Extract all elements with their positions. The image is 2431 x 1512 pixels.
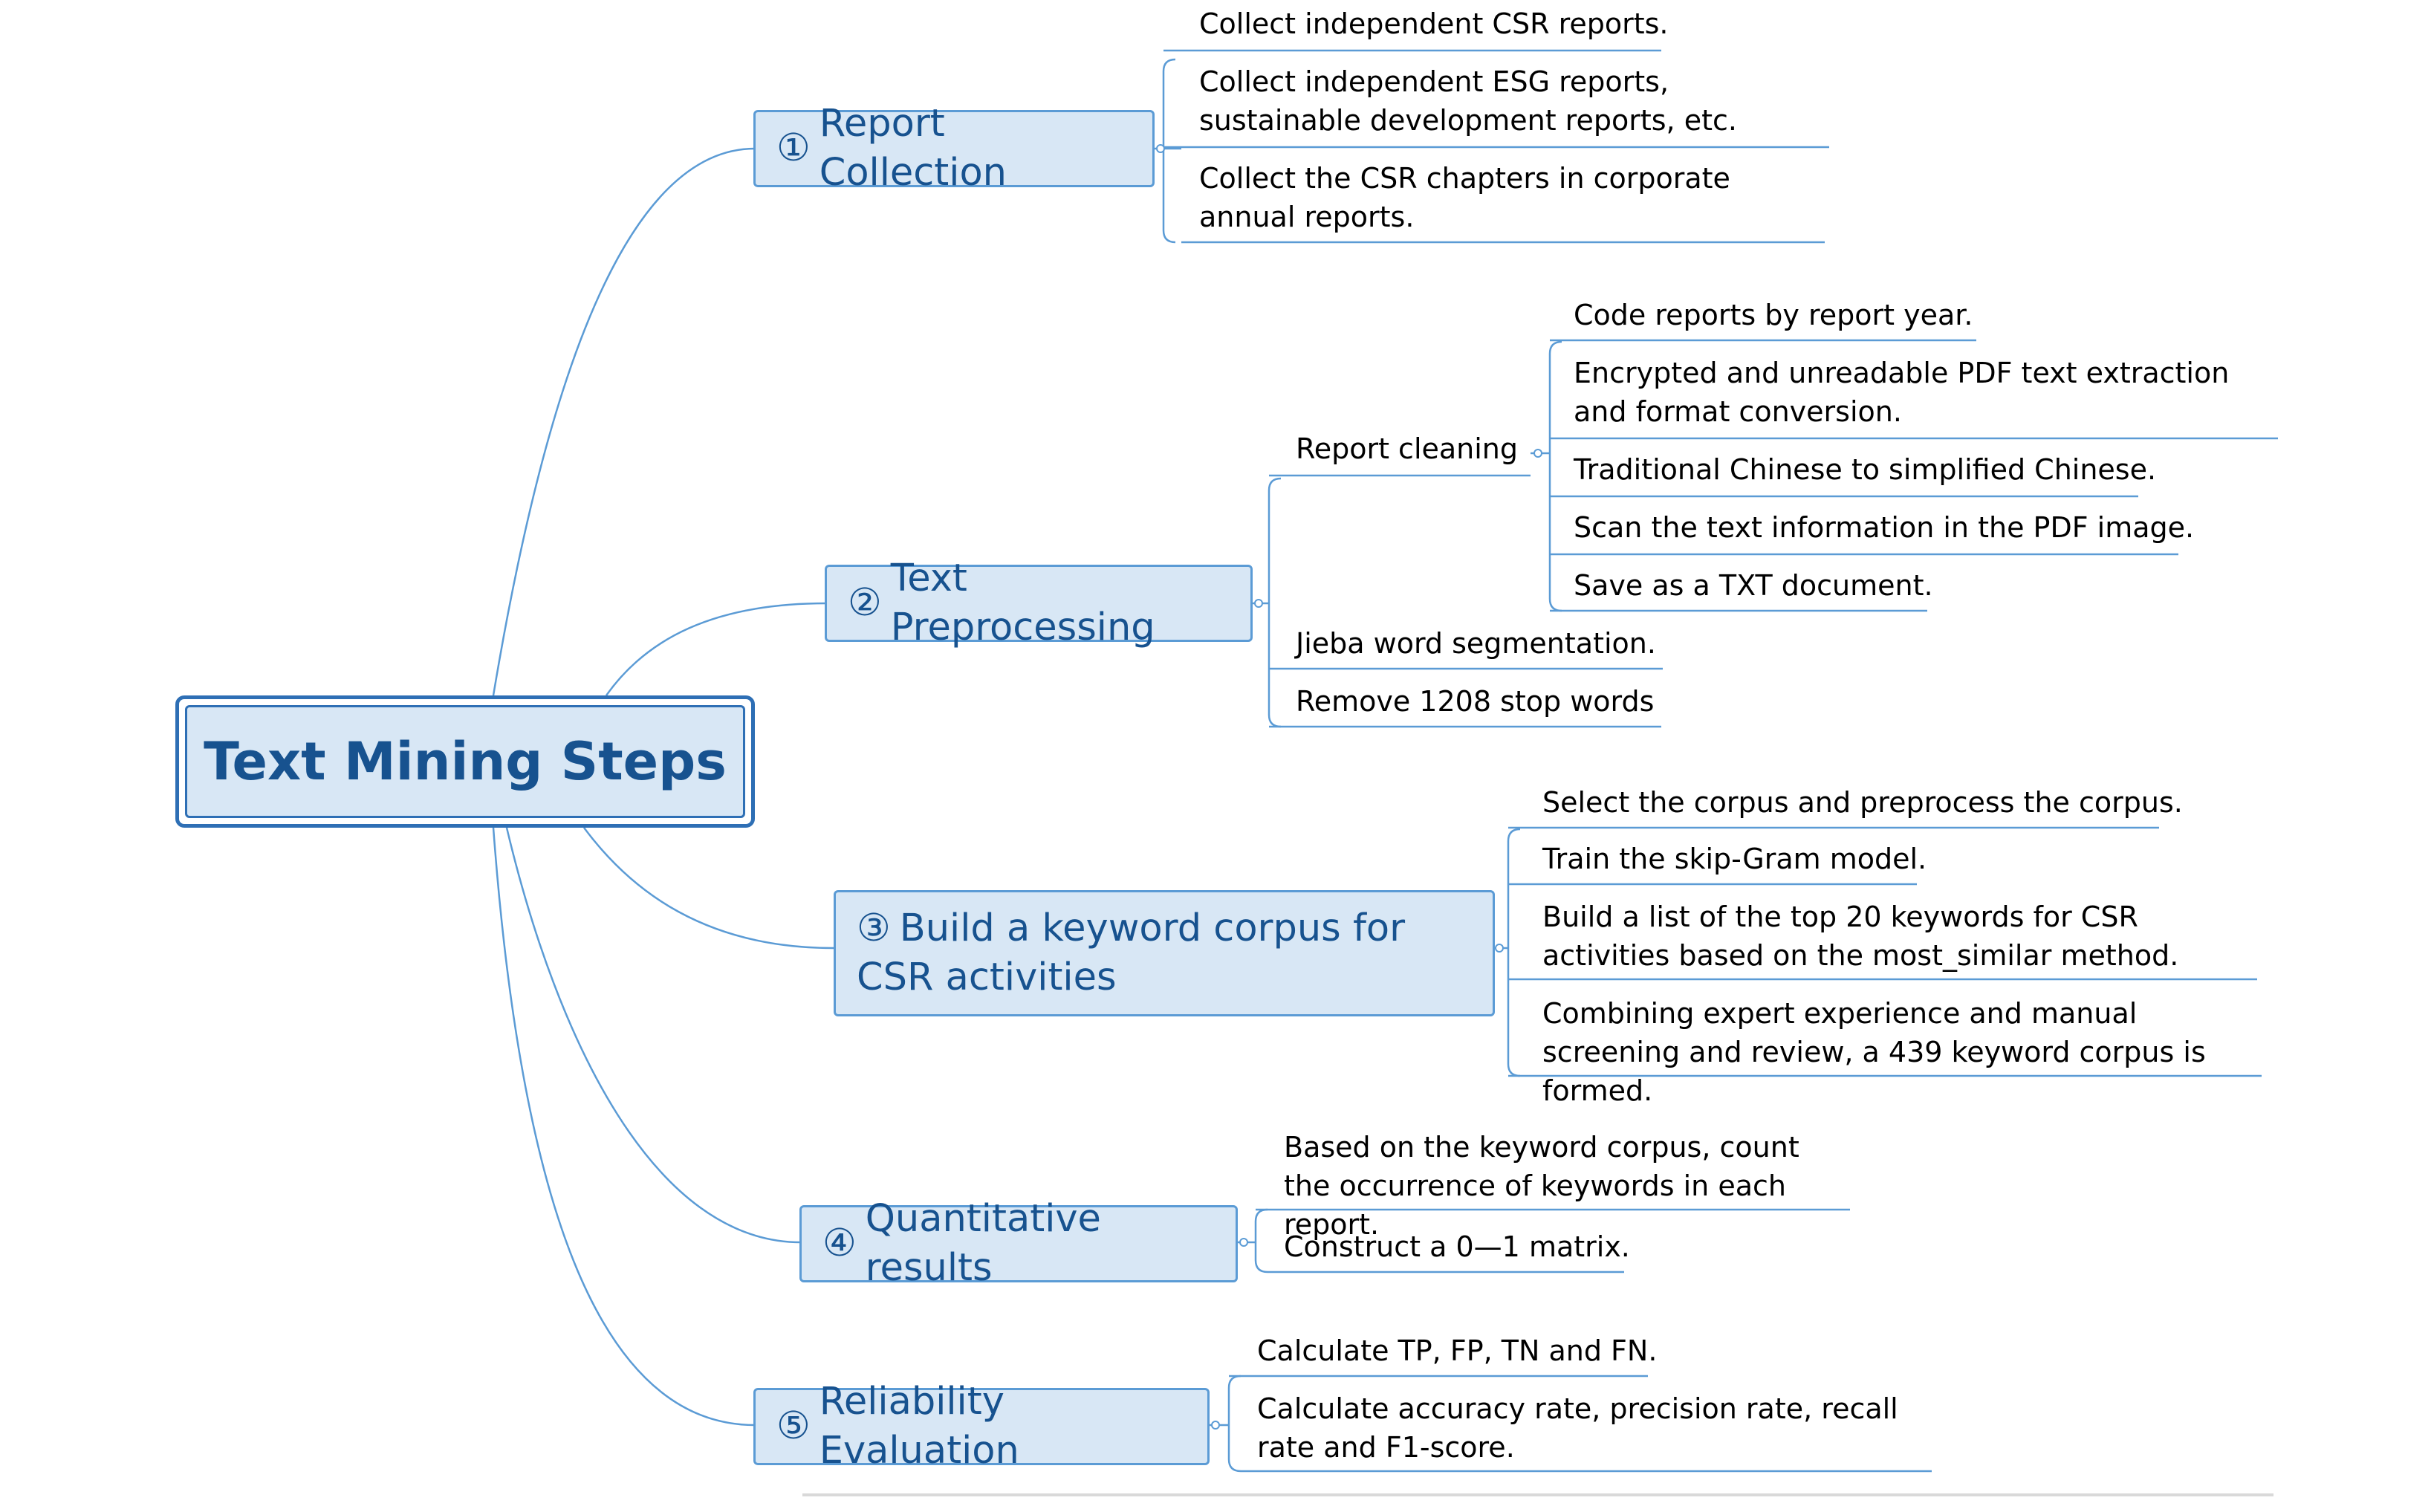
branch-text-preprocessing[interactable]: ② Text Preprocessing bbox=[825, 557, 1253, 649]
leaf-item: Code reports by report year. bbox=[1574, 299, 1973, 331]
branch-label: Quantitative results bbox=[865, 1197, 1101, 1290]
sub-branch-report-cleaning[interactable]: Report cleaning bbox=[1296, 432, 1519, 465]
leaf-item: Save as a TXT document. bbox=[1574, 569, 1933, 602]
connector-root-branch-5 bbox=[492, 827, 756, 1427]
leaf-item: Traditional Chinese to simplified Chines… bbox=[1574, 453, 2157, 486]
connector-root-branch-3 bbox=[582, 827, 834, 950]
collapse-toggle[interactable] bbox=[1211, 1421, 1220, 1430]
connector-rc-bracket bbox=[1531, 340, 1562, 612]
collapse-toggle[interactable] bbox=[1495, 944, 1504, 953]
connector-root-branch-2 bbox=[605, 602, 827, 696]
leaf-item: Encrypted and unreadable PDF text extrac… bbox=[1574, 357, 2230, 428]
leaf-item: Based on the keyword corpus, count the o… bbox=[1284, 1131, 1799, 1241]
collapse-toggle[interactable] bbox=[1156, 144, 1165, 153]
root-title: Text Mining Steps bbox=[185, 705, 745, 818]
collapse-toggle[interactable] bbox=[1239, 1238, 1248, 1247]
connector-root-branch-1 bbox=[492, 147, 756, 696]
branch-number: ① bbox=[776, 126, 811, 170]
leaf-item: Collect independent ESG reports, sustain… bbox=[1199, 65, 1737, 137]
branch-number: ⑤ bbox=[776, 1404, 811, 1448]
leaf-item: Remove 1208 stop words bbox=[1296, 685, 1655, 718]
branch-label: Build a keyword corpus for CSR activitie… bbox=[857, 906, 1406, 999]
leaf-item: Scan the text information in the PDF ima… bbox=[1574, 511, 2195, 544]
leaf-item: Combining expert experience and manual s… bbox=[1542, 997, 2206, 1107]
leaf-item: Select the corpus and preprocess the cor… bbox=[1542, 786, 2183, 819]
branch-number: ③ bbox=[857, 906, 891, 950]
branch-label: Report Collection bbox=[819, 102, 1007, 195]
leaf-item: Calculate accuracy rate, precision rate,… bbox=[1257, 1392, 1898, 1464]
collapse-toggle[interactable] bbox=[1533, 449, 1542, 458]
leaf-item: Train the skip-Gram model. bbox=[1542, 843, 1927, 875]
branch-quantitative-results[interactable]: ④ Quantitative results bbox=[799, 1197, 1238, 1290]
branch-number: ② bbox=[848, 581, 882, 625]
branch-report-collection[interactable]: ① Report Collection bbox=[753, 102, 1155, 195]
leaf-item: Construct a 0—1 matrix. bbox=[1284, 1230, 1630, 1263]
connector-root-branch-4 bbox=[505, 827, 802, 1244]
root-node[interactable]: Text Mining Steps bbox=[175, 695, 755, 828]
leaf-item: Collect the CSR chapters in corporate an… bbox=[1199, 162, 1730, 233]
branch-label: Reliability Evaluation bbox=[819, 1380, 1019, 1473]
leaf-item: Collect independent CSR reports. bbox=[1199, 7, 1669, 40]
branch-label: Text Preprocessing bbox=[890, 557, 1155, 649]
collapse-toggle[interactable] bbox=[1254, 599, 1263, 608]
leaf-item: Jieba word segmentation. bbox=[1296, 627, 1656, 660]
leaf-item: Build a list of the top 20 keywords for … bbox=[1542, 901, 2179, 972]
branch-reliability-evaluation[interactable]: ⑤ Reliability Evaluation bbox=[753, 1380, 1210, 1473]
leaf-item: Calculate TP, FP, TN and FN. bbox=[1257, 1334, 1658, 1367]
branch-number: ④ bbox=[822, 1221, 857, 1265]
